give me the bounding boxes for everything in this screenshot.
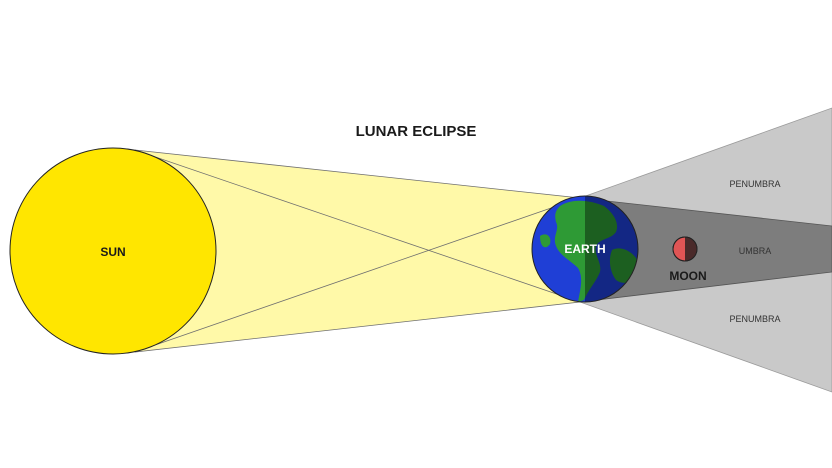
diagram-title: LUNAR ECLIPSE (356, 123, 477, 140)
penumbra-bottom-label: PENUMBRA (729, 314, 780, 324)
sun-label: SUN (100, 245, 125, 259)
ray-top-to-bottom (134, 149, 581, 303)
moon-label: MOON (669, 269, 706, 283)
ray-bottom-to-top (134, 197, 581, 353)
earth-label: EARTH (564, 242, 605, 256)
penumbra-top-label: PENUMBRA (729, 179, 780, 189)
moon (672, 236, 698, 262)
umbra-label: UMBRA (739, 246, 772, 256)
sun (9, 147, 217, 355)
